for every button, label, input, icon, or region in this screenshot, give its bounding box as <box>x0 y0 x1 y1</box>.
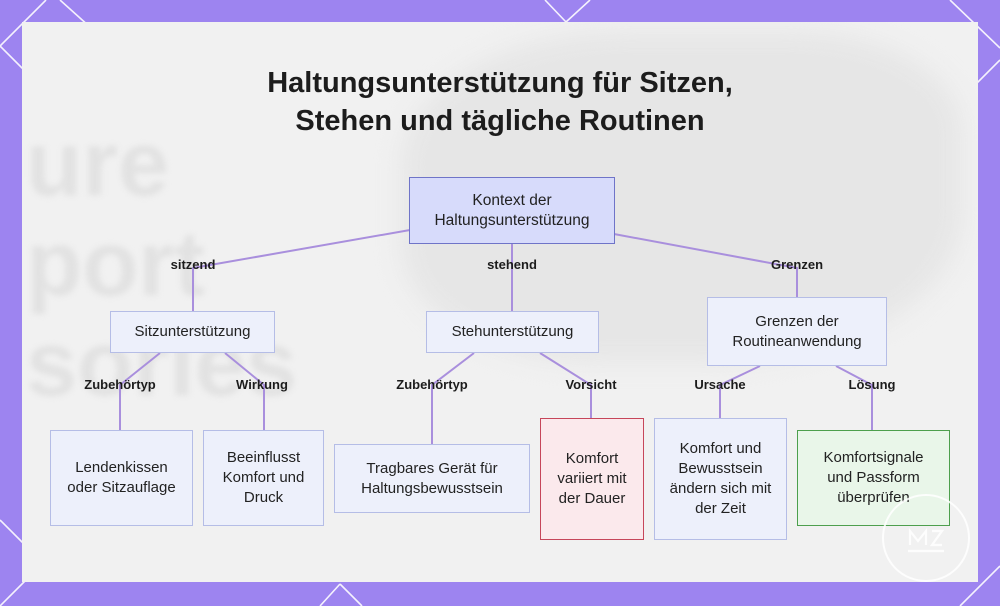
node-sitting-label: Sitzunterstützung <box>135 322 251 342</box>
node-comfort-changes[interactable]: Komfort und Bewusstsein ändern sich mit … <box>654 418 787 540</box>
node-standing-label: Stehunterstützung <box>452 322 574 342</box>
node-comfort-changes-label: Komfort und Bewusstsein ändern sich mit … <box>666 439 776 519</box>
node-sitting[interactable]: Sitzunterstützung <box>110 311 275 353</box>
node-comfort-varies-label: Komfort variiert mit der Dauer <box>557 449 627 509</box>
edge-label-solution: Lösung <box>849 377 896 393</box>
node-limits[interactable]: Grenzen der Routineanwendung <box>707 297 887 366</box>
node-root-label: Kontext der Haltungsunterstützung <box>416 191 608 231</box>
node-effect[interactable]: Beeinflusst Komfort und Druck <box>203 430 324 526</box>
node-root[interactable]: Kontext der Haltungsunterstützung <box>409 177 615 244</box>
node-effect-label: Beeinflusst Komfort und Druck <box>218 448 310 508</box>
edge-label-cause: Ursache <box>694 377 745 393</box>
node-lumbar-label: Lendenkissen oder Sitzauflage <box>66 458 178 498</box>
node-wearable[interactable]: Tragbares Gerät für Haltungsbewusstsein <box>334 444 530 513</box>
edge-label-sit-effect: Wirkung <box>236 377 288 393</box>
edge-label-sitting: sitzend <box>171 257 216 273</box>
edge-label-standing: stehend <box>487 257 537 273</box>
node-standing[interactable]: Stehunterstützung <box>426 311 599 353</box>
edge-label-sit-type: Zubehörtyp <box>84 377 156 393</box>
edge-label-limits: Grenzen <box>771 257 823 273</box>
edge-root-sitting <box>193 230 410 311</box>
edge-label-stand-caution: Vorsicht <box>565 377 616 393</box>
edge-label-stand-type: Zubehörtyp <box>396 377 468 393</box>
edge-root-limits <box>614 234 797 297</box>
node-limits-label: Grenzen der Routineanwendung <box>727 312 867 352</box>
node-comfort-varies[interactable]: Komfort variiert mit der Dauer <box>540 418 644 540</box>
edge-limits-solution <box>836 366 872 430</box>
edge-standing-wearable <box>432 353 474 444</box>
node-lumbar[interactable]: Lendenkissen oder Sitzauflage <box>50 430 193 526</box>
brand-logo-icon <box>882 494 970 582</box>
node-wearable-label: Tragbares Gerät für Haltungsbewusstsein <box>344 459 520 499</box>
